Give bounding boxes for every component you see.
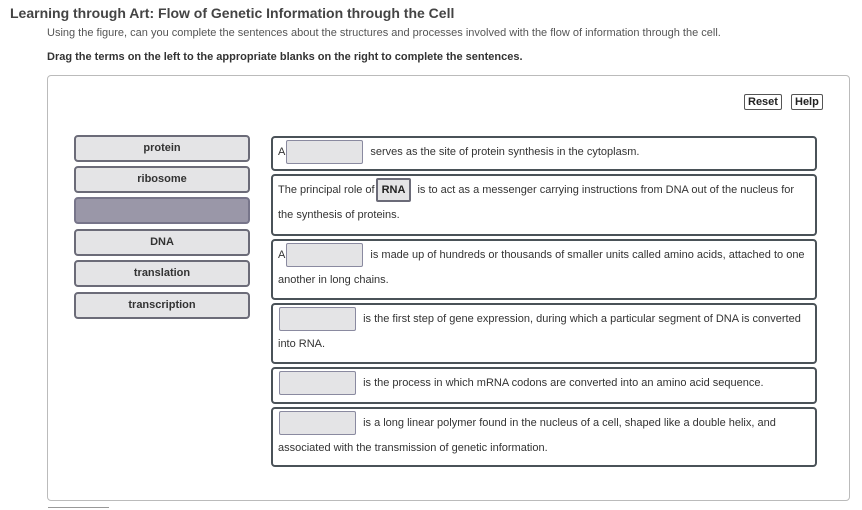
drop-blank[interactable] — [286, 243, 364, 268]
page-title: Learning through Art: Flow of Genetic In… — [10, 5, 455, 21]
help-button[interactable]: Help — [791, 94, 823, 110]
term-ribosome[interactable]: ribosome — [74, 166, 250, 193]
bottom-divider — [48, 507, 109, 510]
term-slot-empty — [74, 197, 250, 224]
intro-text: Using the figure, can you complete the s… — [47, 27, 721, 39]
sentence-1: A serves as the site of protein synthesi… — [271, 136, 817, 171]
term-protein[interactable]: protein — [74, 135, 250, 162]
drag-drop-panel — [47, 75, 850, 501]
sentence-6: is a long linear polymer found in the nu… — [271, 407, 817, 467]
term-transcription[interactable]: transcription — [74, 292, 250, 319]
term-translation[interactable]: translation — [74, 260, 250, 287]
sentence-3: A is made up of hundreds or thousands of… — [271, 239, 817, 300]
drop-blank[interactable] — [279, 371, 356, 396]
filled-blank-rna[interactable]: RNA — [375, 178, 412, 203]
drop-blank[interactable] — [286, 140, 364, 165]
drop-blank[interactable] — [279, 411, 356, 436]
drop-blank[interactable] — [279, 307, 356, 332]
instructions: Drag the terms on the left to the approp… — [47, 51, 523, 63]
reset-button[interactable]: Reset — [744, 94, 782, 110]
sentence-4: is the first step of gene expression, du… — [271, 303, 817, 364]
sentence-5: is the process in which mRNA codons are … — [271, 367, 817, 404]
term-dna[interactable]: DNA — [74, 229, 250, 256]
